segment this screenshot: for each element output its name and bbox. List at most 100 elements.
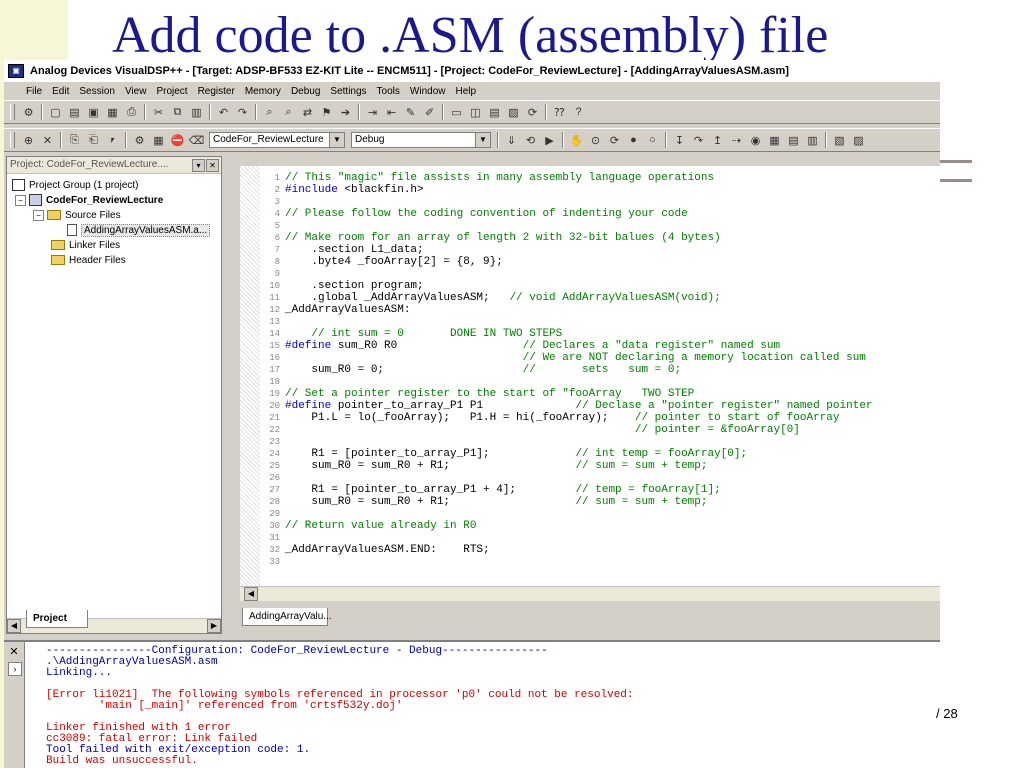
menu-edit[interactable]: Edit <box>52 85 70 97</box>
dropdown-arrow-icon[interactable]: ▼ <box>475 133 490 147</box>
help-icon[interactable]: ? <box>575 106 582 118</box>
restart-icon[interactable]: ⟳ <box>609 134 620 147</box>
collapse-icon[interactable]: − <box>33 209 44 221</box>
goto-icon[interactable]: ➔ <box>340 106 351 119</box>
collapse-icon[interactable]: − <box>15 194 26 206</box>
pin-icon[interactable]: › <box>8 662 22 676</box>
rebuild-icon[interactable]: ⎖ <box>108 133 117 146</box>
tab-editor-file[interactable]: AddingArrayValu... <box>242 608 332 626</box>
menu-register[interactable]: Register <box>197 85 235 97</box>
build-project-icon[interactable]: ⎗ <box>89 133 98 146</box>
clean-icon[interactable]: ⌫ <box>188 134 205 147</box>
window-tile-icon[interactable]: ▭ <box>451 106 462 119</box>
menu-memory[interactable]: Memory <box>244 85 281 97</box>
code-line: 8 .byte4 _fooArray[2] = {8, 9}; <box>260 256 940 268</box>
project-combo[interactable]: CodeFor_ReviewLecture ▼ <box>209 132 345 148</box>
toolbar-grip[interactable] <box>10 104 15 120</box>
dropdown-arrow-icon[interactable]: ▼ <box>329 133 344 147</box>
find-icon[interactable]: ⌕ <box>266 105 273 118</box>
menu-help[interactable]: Help <box>455 85 477 97</box>
new-file-icon[interactable]: ▢ <box>50 106 61 119</box>
disassembly-icon[interactable]: ▥ <box>807 134 818 147</box>
copy-icon[interactable]: ⧉ <box>173 105 182 118</box>
watch-icon[interactable]: ◉ <box>750 134 761 147</box>
window-split-icon[interactable]: ◫ <box>470 106 481 119</box>
bookmark-icon[interactable]: ⚑ <box>321 106 332 119</box>
plot-icon[interactable]: ▧ <box>834 134 845 147</box>
step-over-icon[interactable]: ↷ <box>693 134 704 147</box>
tree-label: Header Files <box>69 254 126 266</box>
code-line: 17 sum_R0 = 0; // sets sum = 0; <box>260 364 940 376</box>
menu-project[interactable]: Project <box>156 85 188 97</box>
find-in-files-icon[interactable]: ⌕ <box>285 105 292 118</box>
config-combo[interactable]: Debug ▼ <box>351 132 491 148</box>
window-cascade-icon[interactable]: ▤ <box>489 106 500 119</box>
project-options-icon[interactable]: ▦ <box>153 134 164 147</box>
halt-icon[interactable]: ✋ <box>569 134 584 147</box>
redo-icon[interactable]: ↷ <box>237 106 248 119</box>
comment-icon[interactable]: ✎ <box>405 106 416 119</box>
open-file-icon[interactable]: ▤ <box>69 106 80 119</box>
window-refresh-icon[interactable]: ⟳ <box>527 106 538 119</box>
scroll-left-icon[interactable]: ◀ <box>7 619 21 633</box>
menu-tools[interactable]: Tools <box>376 85 400 97</box>
remove-file-icon[interactable]: ✕ <box>42 134 53 147</box>
menu-debug[interactable]: Debug <box>290 85 321 97</box>
tree-item-header-files[interactable]: Header Files <box>51 253 126 267</box>
save-icon[interactable]: ▣ <box>88 106 99 119</box>
close-icon[interactable]: ✕ <box>206 159 219 172</box>
reload-icon[interactable]: ⟲ <box>525 134 536 147</box>
memory-window-icon[interactable]: ▦ <box>769 134 780 147</box>
menu-file[interactable]: File <box>26 85 43 97</box>
close-icon[interactable]: ✕ <box>9 646 19 658</box>
code-line: 22 // pointer = &fooArray[0] <box>260 424 940 436</box>
menu-window[interactable]: Window <box>409 85 446 97</box>
step-out-icon[interactable]: ↥ <box>712 134 723 147</box>
tree-item-asm-file[interactable]: AddingArrayValuesASM.a... <box>67 223 211 237</box>
breakpoint-icon[interactable]: ● <box>630 134 637 146</box>
paste-icon[interactable]: ▥ <box>191 106 202 119</box>
window-titlebar[interactable]: ▣ Analog Devices VisualDSP++ - [Target: … <box>4 60 940 83</box>
run-icon[interactable]: ▶ <box>545 134 554 147</box>
menu-view[interactable]: View <box>124 85 147 97</box>
register-window-icon[interactable]: ▤ <box>788 134 799 147</box>
batch-build-icon[interactable]: ⚙ <box>134 134 145 147</box>
menu-settings[interactable]: Settings <box>330 85 367 97</box>
scroll-right-icon[interactable]: ▶ <box>207 619 221 633</box>
toolbar-grip[interactable] <box>10 132 15 148</box>
cut-icon[interactable]: ✂ <box>153 106 164 119</box>
indent-icon[interactable]: ⇥ <box>367 106 378 119</box>
menu-session[interactable]: Session <box>79 85 115 97</box>
uncomment-icon[interactable]: ✐ <box>424 106 435 119</box>
tree-item-project[interactable]: − CodeFor_ReviewLecture <box>15 193 163 207</box>
code-line: 31 <box>260 532 940 544</box>
tree-item-source-files[interactable]: − Source Files <box>33 208 121 222</box>
app-icon[interactable]: ▣ <box>8 64 24 78</box>
compile-icon[interactable]: ⎘ <box>70 133 79 146</box>
load-program-icon[interactable]: ⇓ <box>506 134 517 147</box>
visualdsp-window: ▣ Analog Devices VisualDSP++ - [Target: … <box>4 60 940 768</box>
run-to-cursor-icon[interactable]: ⇢ <box>731 134 742 147</box>
save-all-icon[interactable]: ▦ <box>107 106 118 119</box>
reset-icon[interactable]: ⊙ <box>590 134 601 147</box>
tree-item-linker-files[interactable]: Linker Files <box>51 238 120 252</box>
replace-icon[interactable]: ⇄ <box>302 106 313 119</box>
trace-icon[interactable]: ▨ <box>853 134 864 147</box>
tree-item-project-group[interactable]: Project Group (1 project) <box>12 178 139 192</box>
context-help-icon[interactable]: ⁇ <box>554 106 565 119</box>
window-list-icon[interactable]: ▧ <box>508 106 519 119</box>
clear-breakpoints-icon[interactable]: ○ <box>649 134 656 146</box>
chevron-down-icon[interactable]: ▾ <box>192 159 205 172</box>
project-pane-header[interactable]: Project: CodeFor_ReviewLecture.... ▾ ✕ <box>7 157 221 174</box>
build-icon[interactable]: ⚙ <box>23 106 34 119</box>
tab-project[interactable]: Project <box>26 610 88 628</box>
editor-hscrollbar[interactable]: ◀ <box>240 586 940 601</box>
outdent-icon[interactable]: ⇤ <box>386 106 397 119</box>
add-file-icon[interactable]: ⊕ <box>23 134 34 147</box>
stop-build-icon[interactable]: ⛔ <box>170 134 185 147</box>
code-editor[interactable]: 1// This "magic" file assists in many as… <box>240 166 940 600</box>
scroll-left-icon[interactable]: ◀ <box>244 587 258 601</box>
step-into-icon[interactable]: ↧ <box>674 134 685 147</box>
undo-icon[interactable]: ↶ <box>218 106 229 119</box>
print-icon[interactable]: ⎙ <box>127 105 136 118</box>
